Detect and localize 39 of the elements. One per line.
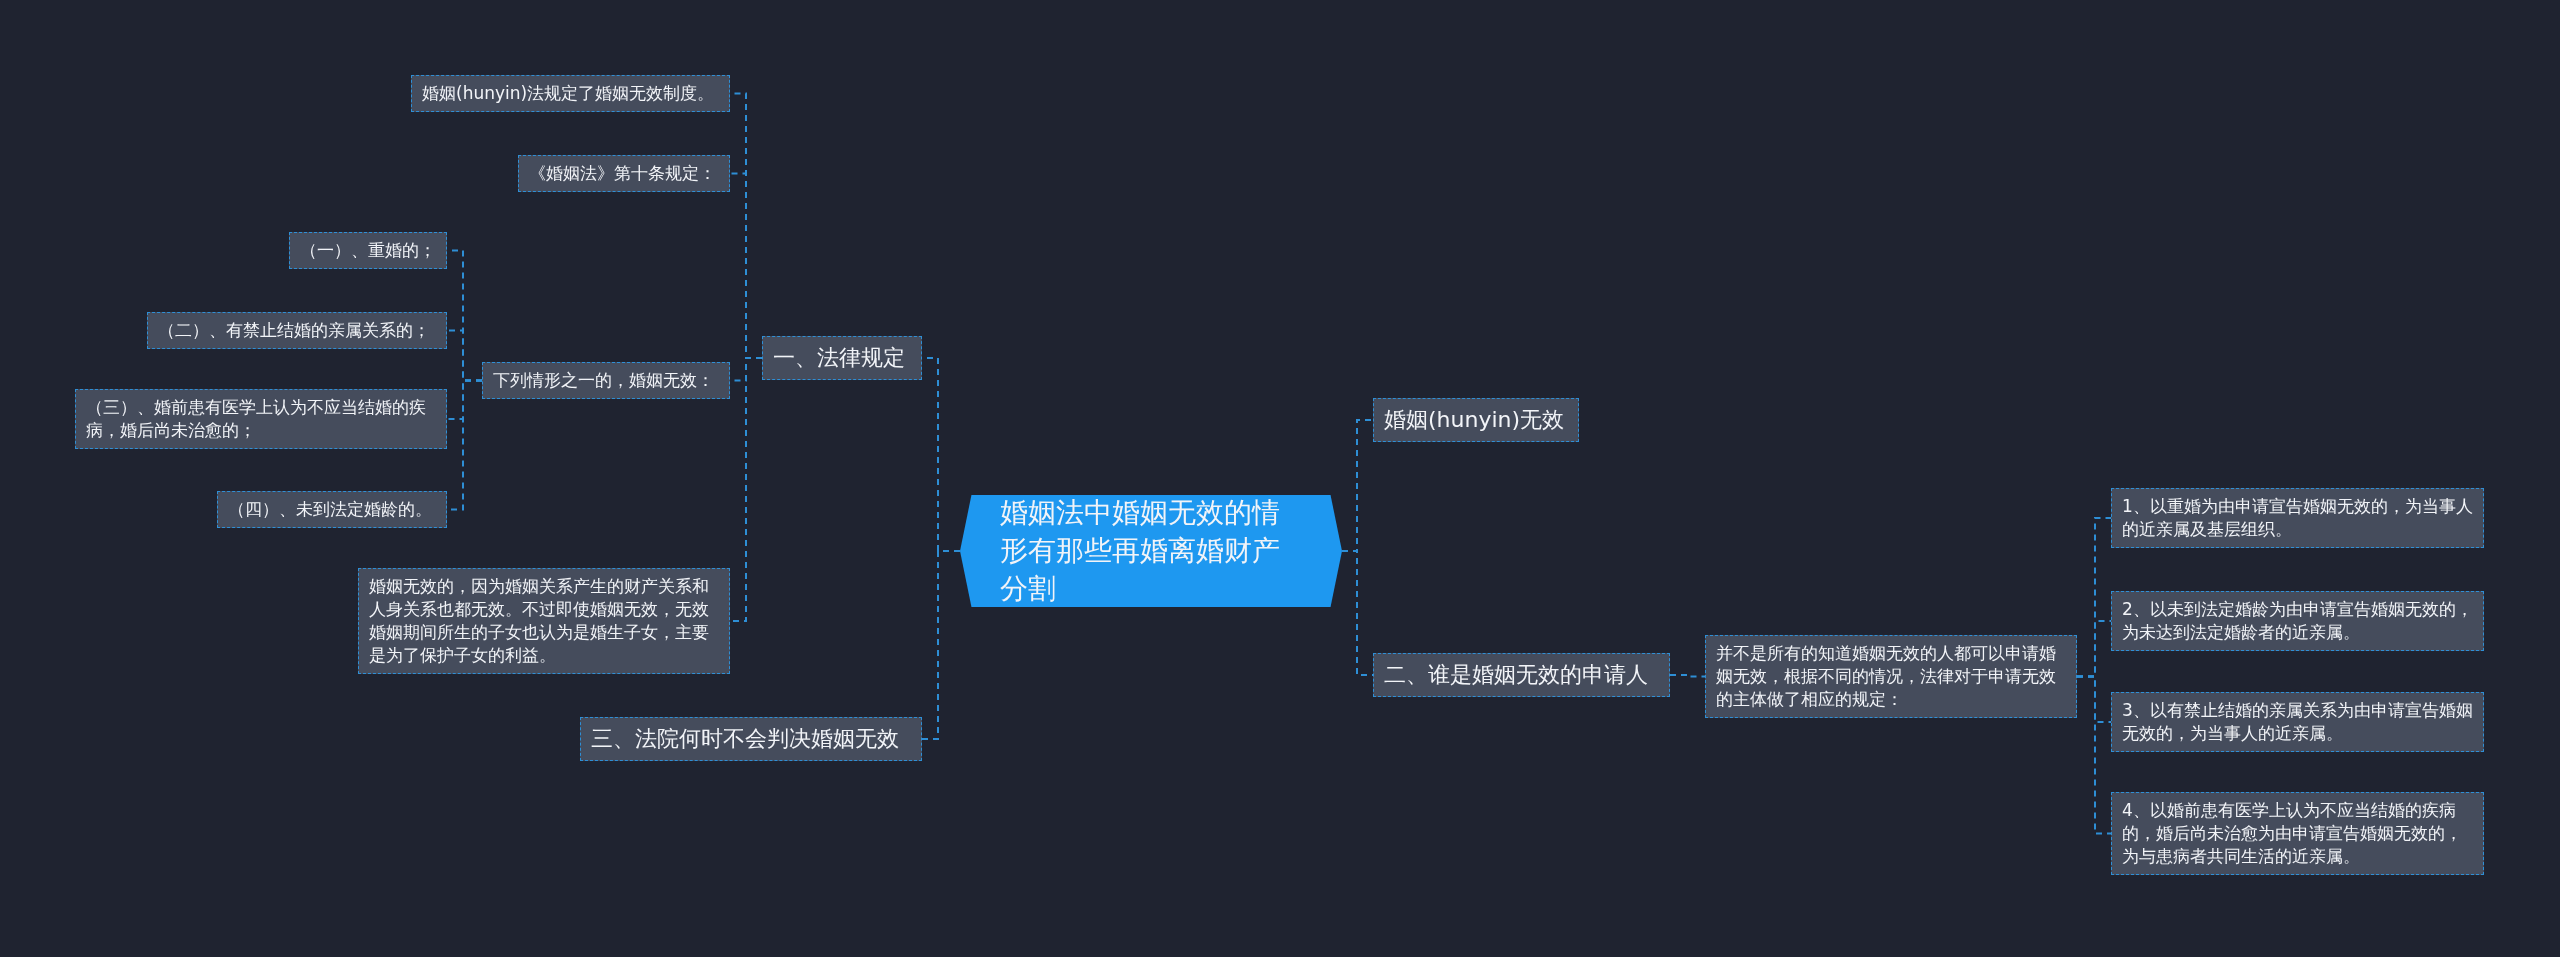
topic-box: [1705, 635, 2077, 718]
topic-text: 2、以未到法定婚龄为由申请宣告婚姻无效的，为未达到法定婚龄者的近亲属。: [2122, 598, 2473, 644]
topic-text: （三）、婚前患有医学上认为不应当结婚的疾病，婚后尚未治愈的；: [86, 396, 427, 442]
topic-text: 婚姻无效的，因为婚姻关系产生的财产关系和人身关系也都无效。不过即使婚姻无效，无效婚姻期间所生的子女也认为是婚生子女，主要是为了保护子女的利益。: [369, 575, 710, 667]
topic-box: [411, 75, 730, 112]
topic-box: [482, 362, 730, 399]
topic-box: [1373, 398, 1579, 442]
topic-box: [2111, 591, 2484, 651]
topic-box: [580, 717, 922, 761]
topic-box: [217, 491, 447, 528]
topic-box: [2111, 488, 2484, 548]
topic-box: [2111, 692, 2484, 752]
central-topic: [960, 495, 1342, 607]
topic-box: [147, 312, 447, 349]
topic-text: 《婚姻法》第十条规定：: [529, 162, 717, 185]
central-title: 婚姻法中婚姻无效的情形有那些再婚离婚财产分割: [1000, 495, 1281, 607]
connector-line: [921, 550, 961, 740]
topic-text: 二、谁是婚姻无效的申请人: [1384, 661, 1649, 689]
topic-text: 一、法律规定: [773, 344, 906, 372]
topic-text: 三、法院何时不会判决婚姻无效: [591, 725, 900, 753]
topic-text: 婚姻(hunyin)法规定了婚姻无效制度。: [422, 82, 716, 105]
topic-text: 3、以有禁止结婚的亲属关系为由申请宣告婚姻无效的，为当事人的近亲属。: [2122, 699, 2473, 745]
topic-text: 婚姻(hunyin)无效: [1384, 406, 1566, 434]
topic-text: （二）、有禁止结婚的亲属关系的；: [158, 319, 431, 342]
connector-line: [2076, 675, 2112, 835]
topic-text: 1、以重婚为由申请宣告婚姻无效的，为当事人的近亲属及基层组织。: [2122, 495, 2473, 541]
topic-box: [1373, 653, 1670, 697]
topic-box: [289, 232, 447, 269]
topic-box: [762, 336, 922, 380]
topic-box: [358, 568, 730, 674]
topic-text: 下列情形之一的，婚姻无效：: [493, 369, 715, 392]
topic-box: [2111, 792, 2484, 875]
topic-box: [75, 389, 447, 449]
topic-box: [518, 155, 730, 192]
topic-text: （一）、重婚的；: [300, 239, 436, 262]
topic-text: 并不是所有的知道婚姻无效的人都可以申请婚姻无效，根据不同的情况，法律对于申请无效的主体做了相应的规定：: [1716, 642, 2057, 711]
topic-text: 4、以婚前患有医学上认为不应当结婚的疾病的，婚后尚未治愈为由申请宣告婚姻无效的，为与患病者共同生活的近亲属。: [2122, 799, 2463, 868]
topic-text: （四）、未到法定婚龄的。: [228, 498, 433, 521]
connector-line: [1669, 674, 1706, 678]
